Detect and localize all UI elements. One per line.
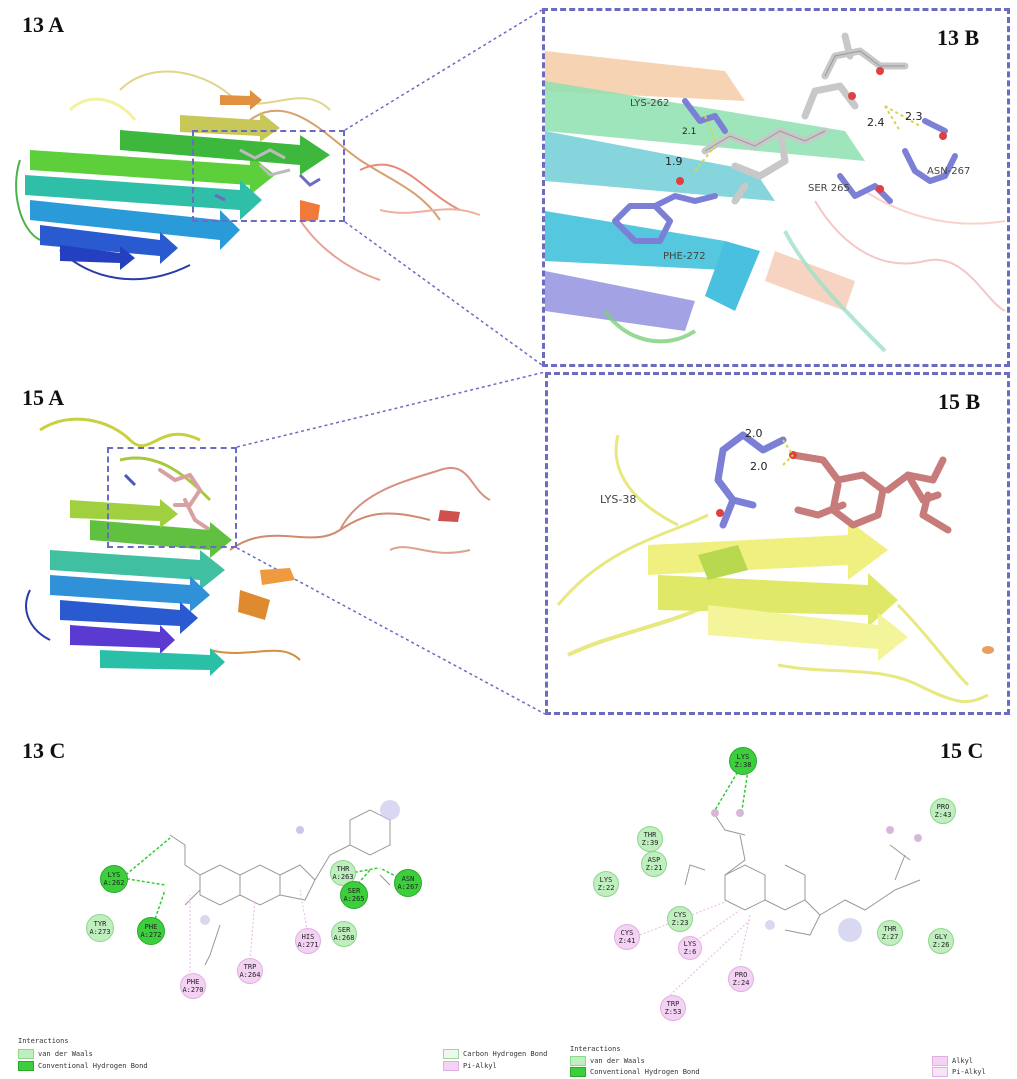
residue-label-ser265: SER 265 xyxy=(808,183,850,194)
panel-label-13a: 13 A xyxy=(22,12,65,37)
residue-label-asn267: ASN-267 xyxy=(927,166,971,177)
interaction-diagram-15c xyxy=(639,767,922,996)
legend-13c-item-hbond: Conventional Hydrogen Bond xyxy=(18,1061,148,1071)
legend-13c-item-chbond: Carbon Hydrogen Bond xyxy=(443,1049,547,1059)
legend-13c-item-pialkyl: Pi-Alkyl xyxy=(443,1061,497,1071)
legend-13c-item-vdw: van der Waals xyxy=(18,1049,93,1059)
selection-box-15a xyxy=(107,447,237,548)
protein-cartoon-15a xyxy=(25,417,491,676)
panel-label-13c: 13 C xyxy=(22,738,66,763)
distance-label-2: 2.4 xyxy=(867,116,885,129)
panel-label-15a: 15 A xyxy=(22,385,65,410)
panel-label-15c: 15 C xyxy=(940,738,984,763)
interaction-diagram-13c xyxy=(121,800,408,972)
zoom-render-15b xyxy=(548,375,1007,712)
legend-15c-item-vdw: van der Waals xyxy=(570,1056,645,1066)
legend-15c-item-alkyl: Alkyl xyxy=(932,1056,973,1066)
panel-label-13b: 13 B xyxy=(937,25,980,50)
panel-label-15b: 15 B xyxy=(938,389,981,414)
legend-15c-item-pialkyl: Pi-Alkyl xyxy=(932,1067,986,1077)
legend-15c-item-hbond: Conventional Hydrogen Bond xyxy=(570,1067,700,1077)
distance-label-1: 1.9 xyxy=(665,155,683,168)
selection-box-13a xyxy=(192,130,345,222)
distance-label-15b-2: 2.0 xyxy=(750,460,768,473)
distance-label-3: 2.3 xyxy=(905,110,923,123)
residue-label-phe272: PHE-272 xyxy=(663,251,706,262)
protein-cartoon-13a xyxy=(15,70,481,281)
zoom-render-13b xyxy=(545,11,1007,364)
residue-label-lys262: LYS-262 xyxy=(630,98,670,109)
legend-15c-title: Interactions xyxy=(570,1045,621,1053)
residue-label-lys38: LYS-38 xyxy=(600,493,637,506)
legend-13c: Interactions van der Waals Conventional … xyxy=(18,1037,547,1071)
distance-label-4: 2.1 xyxy=(682,127,697,137)
distance-label-15b-1: 2.0 xyxy=(745,427,763,440)
legend-15c: Interactions van der Waals Conventional … xyxy=(570,1045,1010,1077)
legend-13c-title: Interactions xyxy=(18,1037,69,1045)
zoom-panel-13b: 13 B LYS-262 PHE-272 SER 265 ASN-267 1.9… xyxy=(542,8,1010,367)
zoom-panel-15b: 15 B LYS-38 2.0 2.0 xyxy=(545,372,1010,715)
